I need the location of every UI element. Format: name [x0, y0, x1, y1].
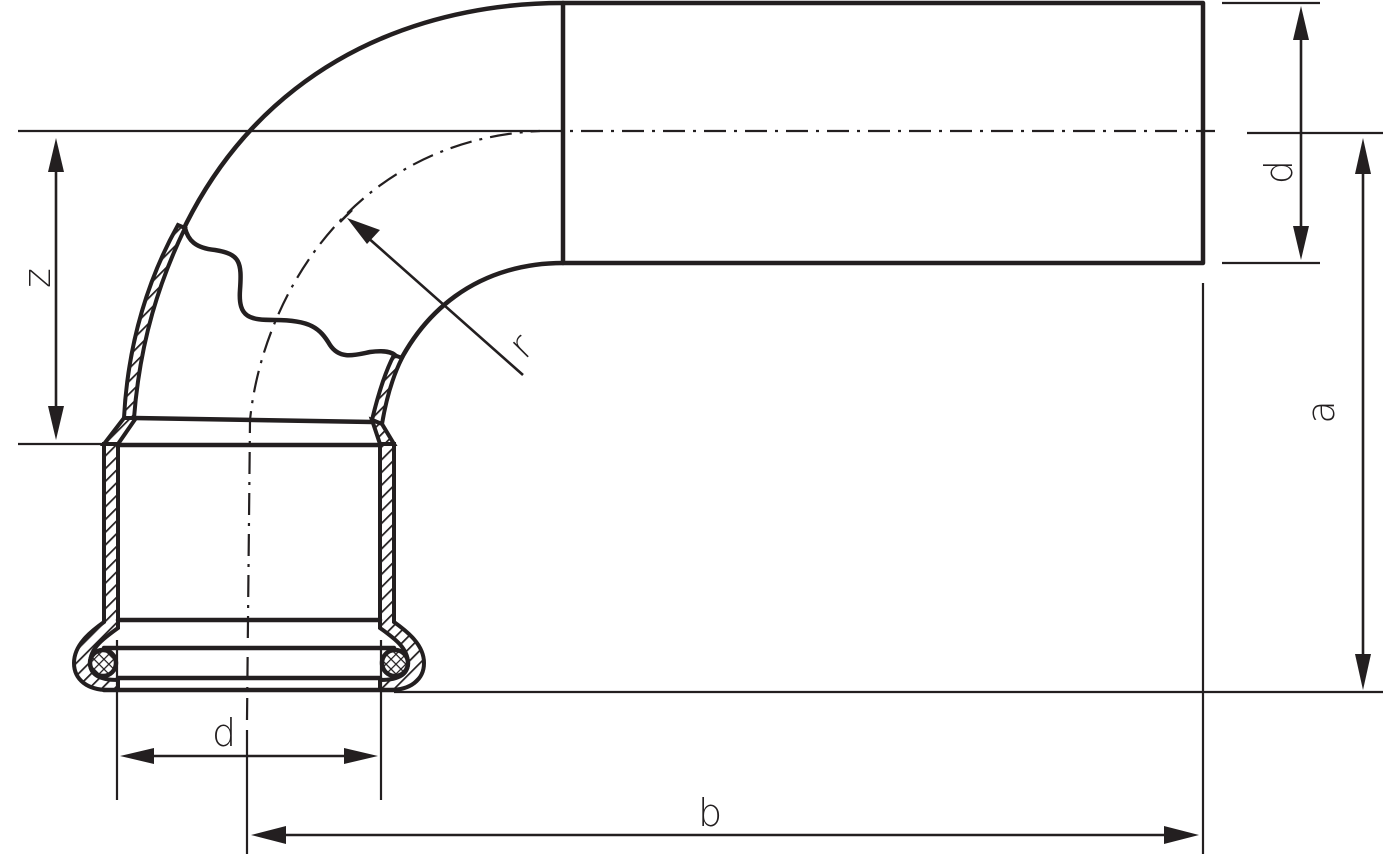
right-transition-wall	[368, 416, 398, 446]
dimension-label-a: a	[1299, 400, 1343, 423]
dimension-label-d-bottom: d	[212, 711, 236, 755]
dimension-z: z	[15, 138, 64, 440]
dimension-d-bottom: d	[120, 711, 378, 764]
dimension-a: a	[1299, 138, 1371, 690]
dimension-b: b	[251, 791, 1199, 844]
socket-inner-lines	[101, 415, 397, 693]
inner-bend-arc	[375, 260, 566, 421]
dimension-label-z: z	[15, 268, 59, 288]
left-transition-wall	[99, 416, 140, 446]
centerlines	[245, 129, 1215, 721]
left-bend-wall	[121, 222, 188, 420]
dimension-d-right: d	[1257, 6, 1309, 260]
right-bend-wall	[369, 352, 405, 427]
plain-end-spigot	[560, 0, 1206, 266]
bend-centerline	[245, 129, 541, 721]
dimension-label-d-right: d	[1257, 160, 1301, 184]
elbow-body	[124, 0, 1206, 421]
extension-lines	[18, 1, 1383, 854]
dimension-label-b: b	[698, 791, 722, 835]
o-ring-left	[87, 647, 119, 679]
break-line	[182, 225, 399, 359]
o-ring-seals	[87, 647, 411, 679]
o-ring-right	[379, 647, 411, 679]
